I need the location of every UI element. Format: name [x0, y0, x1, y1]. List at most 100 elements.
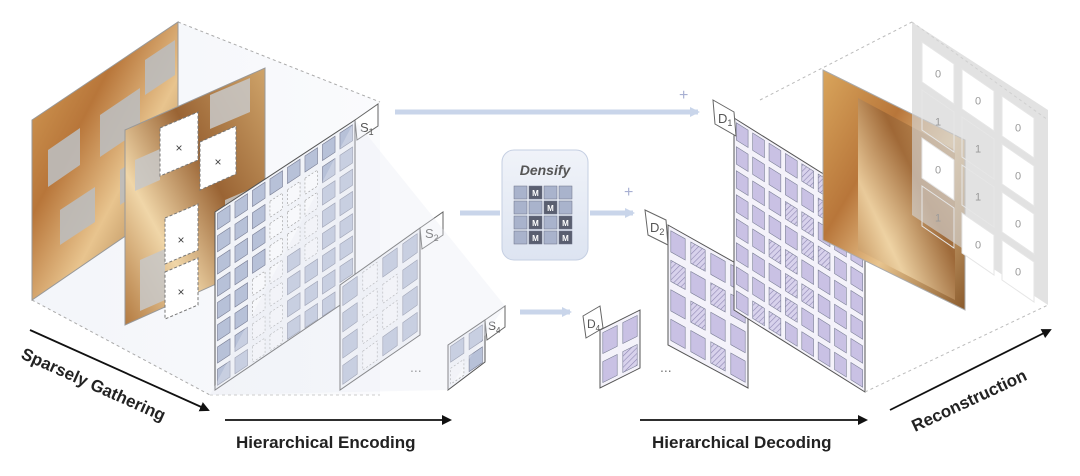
- feature-map-s4: S4: [447, 305, 506, 392]
- encoder-cell: [339, 257, 353, 284]
- decoder-cell: [785, 225, 798, 251]
- mask-cell: [921, 89, 955, 153]
- decoder-cell: [817, 269, 831, 296]
- decoder-cell: [850, 338, 864, 364]
- decoder-cell: [768, 142, 782, 169]
- encoder-cell: [304, 236, 318, 262]
- decoder-cell: [801, 235, 814, 261]
- mask-value: 0: [1015, 123, 1021, 135]
- mask-token-cell: [558, 215, 573, 230]
- mask-value: 1: [975, 144, 981, 156]
- d1-label: D1: [718, 111, 732, 128]
- decoder-cell: [690, 329, 706, 361]
- decoder-cell: [670, 289, 686, 320]
- densify-label: Densify: [520, 162, 572, 178]
- encoder-cell: [269, 192, 283, 218]
- decoder-ellipsis: ...: [660, 359, 672, 375]
- mask-value: 0: [975, 96, 981, 108]
- decoder-cell: [690, 241, 706, 272]
- densify-cell: [513, 185, 528, 200]
- decoder-cell: [768, 190, 782, 217]
- encoder-cell: [304, 280, 318, 307]
- s4-label: S4: [488, 319, 501, 335]
- d4-label: D4: [587, 317, 601, 333]
- encoder-cell: [322, 291, 336, 317]
- encoder-cell: [234, 215, 248, 241]
- mask-token-label: M: [532, 219, 539, 228]
- densify-cell: [513, 230, 528, 245]
- decoder-cell: [735, 194, 749, 220]
- encoder-cell: [252, 248, 266, 274]
- encoder-cell: [382, 326, 398, 357]
- encoder-cell: [322, 180, 336, 206]
- encoder-cell: [342, 275, 358, 307]
- encoder-cell: [252, 181, 266, 208]
- encoder-cell: [304, 191, 318, 218]
- mask-value: 1: [975, 192, 981, 204]
- encoder-cell: [402, 285, 418, 316]
- decoder-cell: [768, 262, 782, 289]
- decoder-cell: [670, 259, 686, 291]
- mask-cell: [961, 212, 995, 276]
- mask-token-label: M: [562, 234, 569, 243]
- decoder-cell: [730, 352, 746, 383]
- decoder-cell: [735, 266, 749, 292]
- encoder-cell: [339, 190, 353, 217]
- encoder-cell: [322, 246, 336, 273]
- encoder-cell: [342, 328, 358, 359]
- densify-cell: [543, 185, 558, 200]
- decoder-cell: [768, 214, 782, 241]
- decoder-cell: [785, 273, 798, 299]
- encoder-cell: [342, 354, 358, 385]
- mask-token-label: M: [532, 234, 539, 243]
- encoder-cell: [234, 237, 248, 264]
- mask-value: 1: [935, 117, 941, 129]
- mask-cell: [1001, 191, 1035, 255]
- masked-patch-group: [159, 111, 237, 320]
- decoder-cell: [834, 255, 847, 282]
- encoder-cell: [362, 340, 378, 371]
- decoder-cell: [752, 252, 765, 279]
- densify-cell: [558, 185, 573, 200]
- mask-value: 1: [935, 213, 941, 225]
- mask-cell: [961, 116, 995, 180]
- encoder-cell: [322, 224, 336, 251]
- feature-map-d4: D4: [582, 305, 641, 389]
- decoder-cell: [710, 282, 726, 313]
- encoder-cell: [287, 225, 301, 251]
- encoder-cell: [304, 169, 318, 195]
- decoder-cell: [670, 230, 686, 261]
- encoder-cell: [382, 247, 398, 278]
- encoder-cell: [339, 168, 353, 195]
- encoder-cell: [322, 157, 336, 184]
- encoder-cell: [217, 293, 231, 320]
- s1-label: S1: [360, 120, 374, 137]
- encoder-cell: [252, 337, 266, 363]
- encoder-cell: [269, 325, 283, 352]
- decoder-cell: [752, 156, 765, 183]
- decoder-cell: [752, 300, 765, 327]
- encoder-cell: [362, 287, 378, 319]
- mask-value: 0: [935, 165, 941, 177]
- decoder-cell: [622, 343, 638, 374]
- decoder-cell: [834, 351, 847, 378]
- decoder-cell: [752, 180, 765, 207]
- decoder-cell: [834, 303, 847, 330]
- encoder-cell: [339, 124, 353, 150]
- densify-cell: [543, 215, 558, 230]
- feature-map-s2: S2: [339, 211, 444, 391]
- decoder-cell: [710, 252, 726, 284]
- encoder-cell: [287, 180, 301, 207]
- decoder-cell: [817, 245, 831, 272]
- encoder-cell: [322, 202, 336, 228]
- encoder-cell: [252, 315, 266, 341]
- encoder-cell: [287, 247, 301, 274]
- encoder-cell: [252, 270, 266, 297]
- mask-cell: [921, 41, 955, 105]
- encoder-cell: [269, 281, 283, 307]
- decoder-cell: [785, 153, 798, 179]
- mask-value: 0: [1015, 219, 1021, 231]
